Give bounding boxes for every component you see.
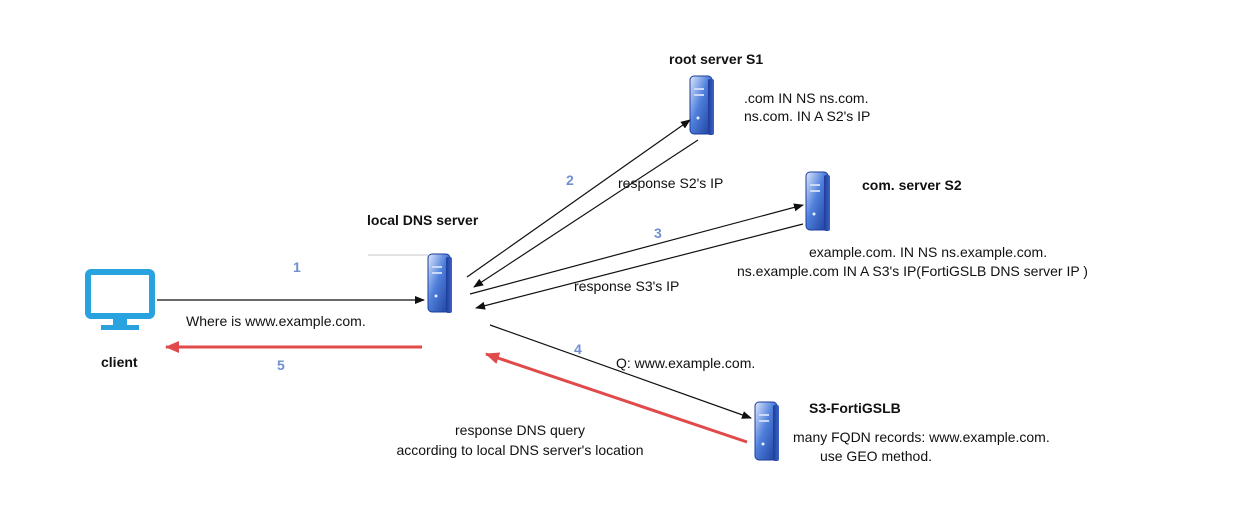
arrow-com-to-local — [475, 223, 804, 310]
root-note-1: .com IN NS ns.com. — [744, 90, 868, 106]
response-dns-label-1: response DNS query — [455, 422, 585, 438]
arrow-local-to-com — [469, 203, 804, 295]
root-server-icon — [689, 75, 714, 135]
step-1: 1 — [293, 259, 301, 275]
gslb-label: S3-FortiGSLB — [809, 400, 901, 416]
local-dns-underline — [368, 254, 428, 256]
com-note-1: example.com. IN NS ns.example.com. — [809, 244, 1047, 260]
com-server-label: com. server S2 — [862, 177, 962, 193]
root-server-label: root server S1 — [669, 51, 763, 67]
arrow-local-to-root — [466, 119, 691, 278]
local-dns-label: local DNS server — [367, 212, 479, 228]
step-2: 2 — [566, 172, 574, 188]
response-s2-label: response S2's IP — [618, 175, 723, 191]
arrow-local-to-gslb — [489, 324, 752, 419]
step-3: 3 — [654, 225, 662, 241]
query-label: Where is www.example.com. — [186, 313, 366, 329]
gslb-note-2: use GEO method. — [820, 448, 932, 464]
com-note-2: ns.example.com IN A S3's IP(FortiGSLB DN… — [737, 263, 1088, 279]
arrow-root-to-local — [473, 139, 699, 288]
local-dns-server-icon — [427, 253, 452, 313]
step-5: 5 — [277, 357, 285, 373]
q4-label: Q: www.example.com. — [616, 355, 755, 371]
step-4: 4 — [574, 341, 582, 357]
response-dns-label-2: according to local DNS server's location — [396, 442, 643, 458]
client-label: client — [101, 354, 138, 370]
com-server-icon — [805, 171, 830, 231]
root-note-2: ns.com. IN A S2's IP — [744, 108, 870, 124]
gslb-note-1: many FQDN records: www.example.com. — [793, 429, 1050, 445]
arrow-gslb-to-local — [485, 352, 748, 444]
fortigslb-server-icon — [754, 401, 779, 461]
response-s3-label: response S3's IP — [574, 278, 679, 294]
client-monitor-icon — [85, 269, 155, 330]
